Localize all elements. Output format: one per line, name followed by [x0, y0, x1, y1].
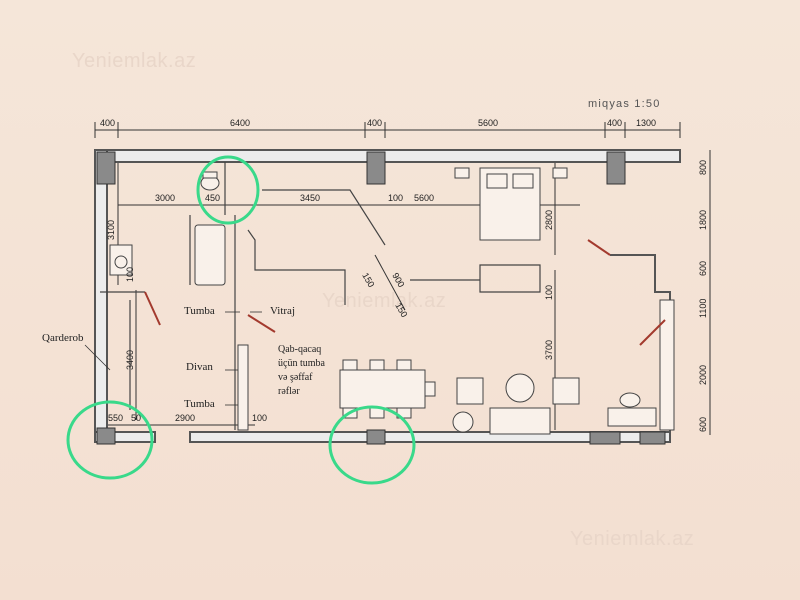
sofa: [489, 407, 551, 435]
dim-label: 150: [360, 271, 376, 289]
window: [659, 299, 675, 431]
dim-label: 3450: [300, 193, 320, 203]
dim-label: 900: [390, 271, 406, 289]
doors: [144, 239, 666, 346]
highlight-circle: [196, 155, 260, 225]
dim-label: 1100: [698, 299, 708, 318]
dim-label: 100: [252, 413, 267, 423]
dim-label: 3100: [106, 220, 116, 240]
dim-label: 3700: [544, 340, 554, 360]
divan: [237, 344, 249, 431]
dim-label: 3400: [125, 350, 135, 370]
dining-table: [339, 369, 426, 409]
dim-label: 2800: [544, 210, 554, 230]
coffee-table: [505, 373, 535, 403]
highlight-circle: [328, 405, 416, 485]
dim-label: 2000: [698, 365, 708, 385]
dim-label: 400: [607, 118, 622, 128]
columns: [96, 151, 666, 445]
dim-label: 2900: [175, 413, 195, 423]
dim-label: 600: [698, 261, 708, 276]
label-qarderob: Qarderob: [42, 332, 84, 344]
dim-label: 50: [131, 413, 141, 423]
dim-label: 100: [544, 285, 554, 300]
highlight-circle: [66, 400, 154, 480]
partitions: [100, 162, 541, 430]
label-vitraj: Vitraj: [270, 305, 295, 317]
dim-label: 100: [388, 193, 403, 203]
dim-label: 550: [108, 413, 123, 423]
dim-label: 400: [100, 118, 115, 128]
watermark: Yeniemlak.az: [570, 528, 695, 550]
dim-label: 600: [698, 417, 708, 432]
dim-label: 400: [367, 118, 382, 128]
leader-lines: [84, 311, 262, 406]
dim-label: 1800: [698, 210, 708, 230]
scale-label: miqyas 1:50: [588, 98, 661, 110]
label-tumba: Tumba: [184, 398, 215, 410]
dim-label: 6400: [230, 118, 250, 128]
watermark: Yeniemlak.az: [322, 290, 447, 312]
dim-label: 450: [205, 193, 220, 203]
desk: [607, 407, 657, 427]
label-tumba: Tumba: [184, 305, 215, 317]
dim-label: 5600: [414, 193, 434, 203]
label-divan: Divan: [186, 361, 213, 373]
armchair: [456, 377, 484, 405]
highlight-circles: [66, 155, 416, 485]
dim-label: 5600: [478, 118, 498, 128]
dim-label: 100: [125, 267, 135, 282]
dim-label: 1300: [636, 118, 656, 128]
dimension-texts: 400 6400 400 5600 400 1300 3000 450 3450…: [100, 118, 708, 432]
watermark: Yeniemlak.az: [72, 50, 197, 72]
walls: [94, 149, 681, 443]
dim-label: 800: [698, 160, 708, 175]
dim-label: 150: [393, 301, 409, 319]
bathtub: [194, 224, 226, 286]
dim-label: 3000: [155, 193, 175, 203]
fixtures: [109, 167, 675, 435]
armchair: [552, 377, 580, 405]
label-dish-cabinet: Qab-qacaq üçün tumba və şəffaf rəflər: [278, 344, 325, 397]
